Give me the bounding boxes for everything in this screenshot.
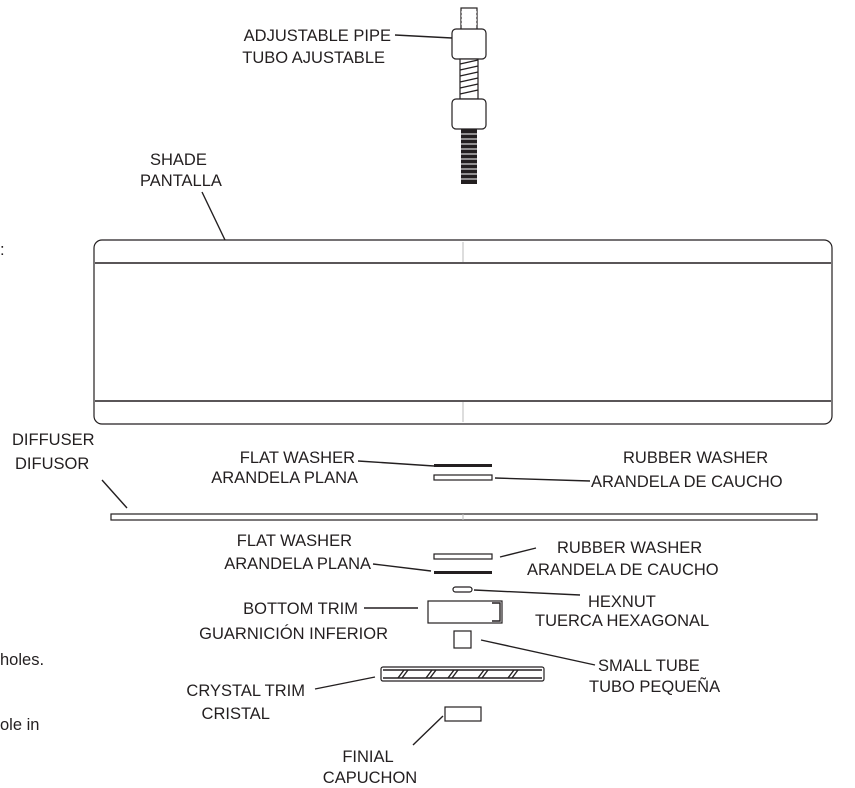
flat-washer-top-leader <box>357 460 435 467</box>
shade-label-en: SHADE <box>150 151 207 169</box>
crystal-trim-leader <box>314 676 376 690</box>
rubber-washer-top-label-es: ARANDELA DE CAUCHO <box>591 473 783 491</box>
shade-leader <box>201 191 226 241</box>
small-tube-leader <box>480 639 596 666</box>
rubber-washer-bottom-label-en: RUBBER WASHER <box>557 539 702 557</box>
rubber-washer-top-label-en: RUBBER WASHER <box>623 449 768 467</box>
bottom-trim-label-es: GUARNICIÓN INFERIOR <box>199 624 388 643</box>
margin-fragment-colon: : <box>0 241 5 259</box>
finial-part <box>444 706 482 722</box>
crystal-trim-label-en: CRYSTAL TRIM <box>186 682 305 700</box>
diffuser-label-es: DIFUSOR <box>15 455 89 473</box>
shade-part <box>93 239 833 425</box>
small-tube-part <box>453 630 472 649</box>
crystal-trim-label-es: CRISTAL <box>202 705 270 723</box>
adjustable-pipe-part <box>451 7 487 184</box>
shade-label-es: PANTALLA <box>140 172 222 190</box>
rubber-washer-bottom-label-es: ARANDELA DE CAUCHO <box>527 561 719 579</box>
hexnut-label-en: HEXNUT <box>588 593 656 611</box>
bottom-trim-label-en: BOTTOM TRIM <box>243 600 358 618</box>
hexnut-leader <box>473 589 581 596</box>
rubber-washer-top-leader <box>494 477 591 482</box>
flat-washer-bottom-label-es: ARANDELA PLANA <box>224 555 371 573</box>
diffuser-part <box>110 513 818 521</box>
hexnut-label-es: TUERCA HEXAGONAL <box>535 612 709 630</box>
margin-fragment-holes: holes. <box>0 651 44 669</box>
adjustable-pipe-leader <box>394 34 453 39</box>
hexnut-part <box>452 586 473 593</box>
margin-fragment-hole-in: ole in <box>0 716 39 734</box>
bottom-trim-part <box>427 600 503 624</box>
flat-washer-top-label-es: ARANDELA PLANA <box>211 469 358 487</box>
small-tube-label-es: TUBO PEQUEÑA <box>589 676 720 696</box>
flat-washer-bottom-leader <box>372 563 432 572</box>
rubber-washer-bottom-leader <box>499 547 537 558</box>
bottom-washers-part <box>433 553 493 574</box>
top-washers-part <box>433 464 493 481</box>
adjustable-pipe-label-en: ADJUSTABLE PIPE <box>244 27 391 45</box>
finial-leader <box>412 715 444 746</box>
finial-label-es: CAPUCHON <box>323 769 417 787</box>
small-tube-label-en: SMALL TUBE <box>598 657 700 675</box>
flat-washer-bottom-label-en: FLAT WASHER <box>237 532 352 550</box>
diffuser-label-en: DIFFUSER <box>12 431 95 449</box>
flat-washer-top-label-en: FLAT WASHER <box>240 449 355 467</box>
adjustable-pipe-label-es: TUBO AJUSTABLE <box>242 49 385 67</box>
diffuser-leader <box>101 479 128 509</box>
finial-label-en: FINIAL <box>342 748 393 766</box>
crystal-trim-part <box>380 666 545 682</box>
